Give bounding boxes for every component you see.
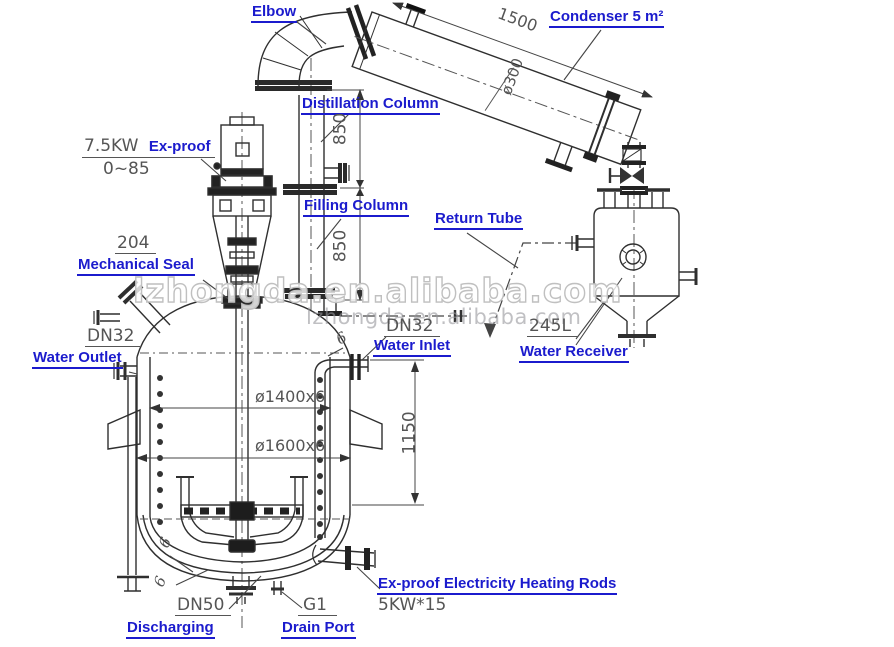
dim-850-upper: 850: [330, 112, 351, 146]
receiver-inlet-train: [608, 142, 648, 208]
label-elbow: Elbow: [251, 4, 298, 23]
vessel-dimensions: [136, 359, 424, 506]
label-filling-column: Filling Column: [303, 198, 410, 217]
dim-shell-height: 1150: [399, 411, 420, 455]
watermark-small: lzhongda.en.alibaba.com: [306, 305, 582, 329]
label-discharging: Discharging: [126, 620, 215, 639]
label-water-outlet-dn: DN32: [85, 327, 142, 347]
dim-1500: [392, 2, 653, 98]
label-water-inlet: Water Inlet: [373, 338, 452, 357]
leader-lines: [128, 21, 623, 610]
return-line-flange: [453, 310, 463, 322]
label-heating-power: 5KW*15: [378, 595, 447, 615]
label-drain-port: Drain Port: [281, 620, 356, 639]
column-flanges: [255, 80, 347, 299]
label-condenser: Condenser 5 m²: [549, 9, 665, 28]
agitator: [176, 303, 308, 553]
elbow-pipe: [257, 11, 353, 87]
label-water-outlet: Water Outlet: [32, 350, 123, 369]
watermark-large: lzhongda.en.alibaba.com: [132, 270, 623, 310]
label-motor: 7.5KW Ex-proof: [82, 136, 215, 158]
motor-power-text: 7.5KW: [84, 136, 139, 156]
label-mechanical-seal: Mechanical Seal: [77, 257, 195, 276]
label-return-tube: Return Tube: [434, 211, 524, 230]
label-water-inlet-dn: DN32: [384, 317, 441, 337]
label-receiver-volume: 245L: [527, 317, 578, 337]
reactor-vessel: [93, 279, 383, 604]
label-discharge-dn: DN50: [175, 596, 232, 616]
dim-outer-diameter: ø1600x6: [255, 436, 326, 455]
label-distillation-column: Distillation Column: [301, 96, 440, 115]
water-receiver: [571, 188, 698, 347]
elbow-outlet-flange: [345, 4, 377, 60]
dim-inner-diameter: ø1400x6: [255, 387, 326, 406]
motor-type-text: Ex-proof: [148, 138, 211, 155]
return-tube-line: [340, 242, 577, 335]
label-water-receiver: Water Receiver: [519, 344, 629, 363]
return-tube-arrow: [484, 323, 496, 338]
dim-850-lower: 850: [330, 229, 351, 263]
label-seal-model: 204: [115, 234, 157, 254]
label-heating-rods: Ex-proof Electricity Heating Rods: [377, 576, 618, 595]
label-drain-size: G1: [298, 596, 337, 616]
motor-assembly: [207, 116, 277, 309]
label-motor-range: 0~85: [103, 159, 150, 179]
